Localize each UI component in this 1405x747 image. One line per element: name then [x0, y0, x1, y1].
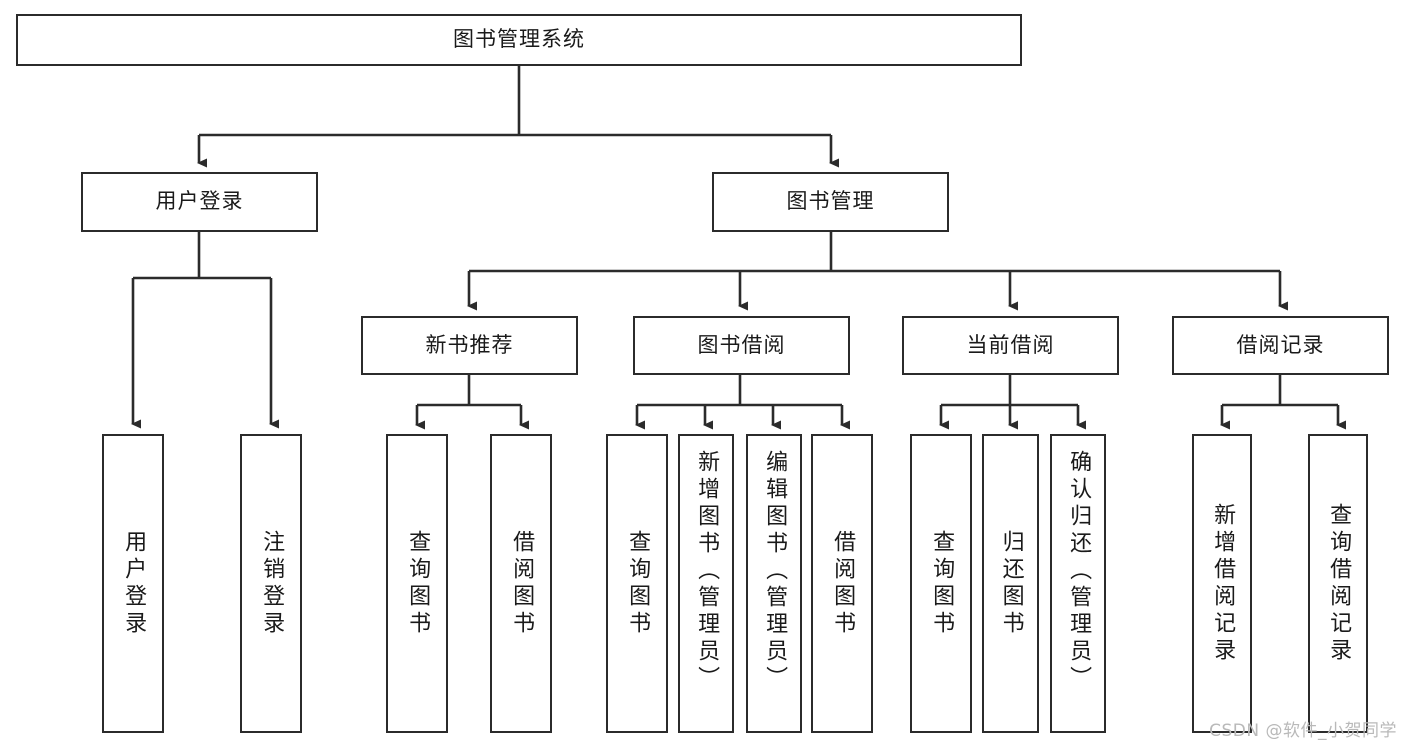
- watermark-text: CSDN @软件_小贺同学: [1209, 721, 1397, 741]
- node-leaf-confirm-return[interactable]: 确认归还（管理员）: [1050, 434, 1106, 733]
- node-leaf-return-book[interactable]: 归还图书: [982, 434, 1039, 733]
- node-book-manage[interactable]: 图书管理: [712, 172, 949, 232]
- node-new-book-rec[interactable]: 新书推荐: [361, 316, 578, 375]
- node-leaf-query-record-label: 查询借阅记录: [1326, 502, 1352, 665]
- node-leaf-user-login-label: 用户登录: [121, 529, 147, 638]
- node-leaf-query-book-3-label: 查询图书: [929, 529, 955, 638]
- node-book-borrow-label: 图书借阅: [697, 332, 786, 357]
- node-book-manage-label: 图书管理: [786, 189, 875, 214]
- node-leaf-borrow-book-2-label: 借阅图书: [830, 529, 856, 638]
- node-leaf-query-book-1[interactable]: 查询图书: [386, 434, 448, 733]
- node-leaf-borrow-book-2[interactable]: 借阅图书: [811, 434, 873, 733]
- node-leaf-user-login[interactable]: 用户登录: [102, 434, 164, 733]
- node-leaf-add-record[interactable]: 新增借阅记录: [1192, 434, 1252, 733]
- node-leaf-query-book-2[interactable]: 查询图书: [606, 434, 668, 733]
- node-leaf-logout-label: 注销登录: [259, 529, 285, 638]
- node-leaf-query-record[interactable]: 查询借阅记录: [1308, 434, 1368, 733]
- node-leaf-edit-book[interactable]: 编辑图书（管理员）: [746, 434, 802, 733]
- node-current-borrow-label: 当前借阅: [966, 332, 1055, 357]
- node-leaf-query-book-3[interactable]: 查询图书: [910, 434, 972, 733]
- node-leaf-borrow-book-1-label: 借阅图书: [509, 529, 535, 638]
- node-leaf-logout[interactable]: 注销登录: [240, 434, 302, 733]
- node-current-borrow[interactable]: 当前借阅: [902, 316, 1119, 375]
- node-leaf-edit-book-label: 编辑图书（管理员）: [762, 450, 788, 693]
- node-root[interactable]: 图书管理系统: [16, 14, 1022, 66]
- node-leaf-query-book-1-label: 查询图书: [405, 529, 431, 638]
- node-book-borrow[interactable]: 图书借阅: [633, 316, 850, 375]
- node-leaf-confirm-return-label: 确认归还（管理员）: [1066, 450, 1092, 693]
- node-new-book-rec-label: 新书推荐: [425, 332, 514, 357]
- node-borrow-record-label: 借阅记录: [1236, 332, 1325, 357]
- node-leaf-add-record-label: 新增借阅记录: [1210, 502, 1236, 665]
- node-leaf-query-book-2-label: 查询图书: [625, 529, 651, 638]
- node-user-login-label: 用户登录: [155, 189, 244, 214]
- node-root-label: 图书管理系统: [453, 27, 585, 52]
- node-leaf-borrow-book-1[interactable]: 借阅图书: [490, 434, 552, 733]
- node-leaf-add-book[interactable]: 新增图书（管理员）: [678, 434, 734, 733]
- node-leaf-add-book-label: 新增图书（管理员）: [694, 450, 720, 693]
- node-leaf-return-book-label: 归还图书: [998, 529, 1024, 638]
- node-user-login[interactable]: 用户登录: [81, 172, 318, 232]
- node-borrow-record[interactable]: 借阅记录: [1172, 316, 1389, 375]
